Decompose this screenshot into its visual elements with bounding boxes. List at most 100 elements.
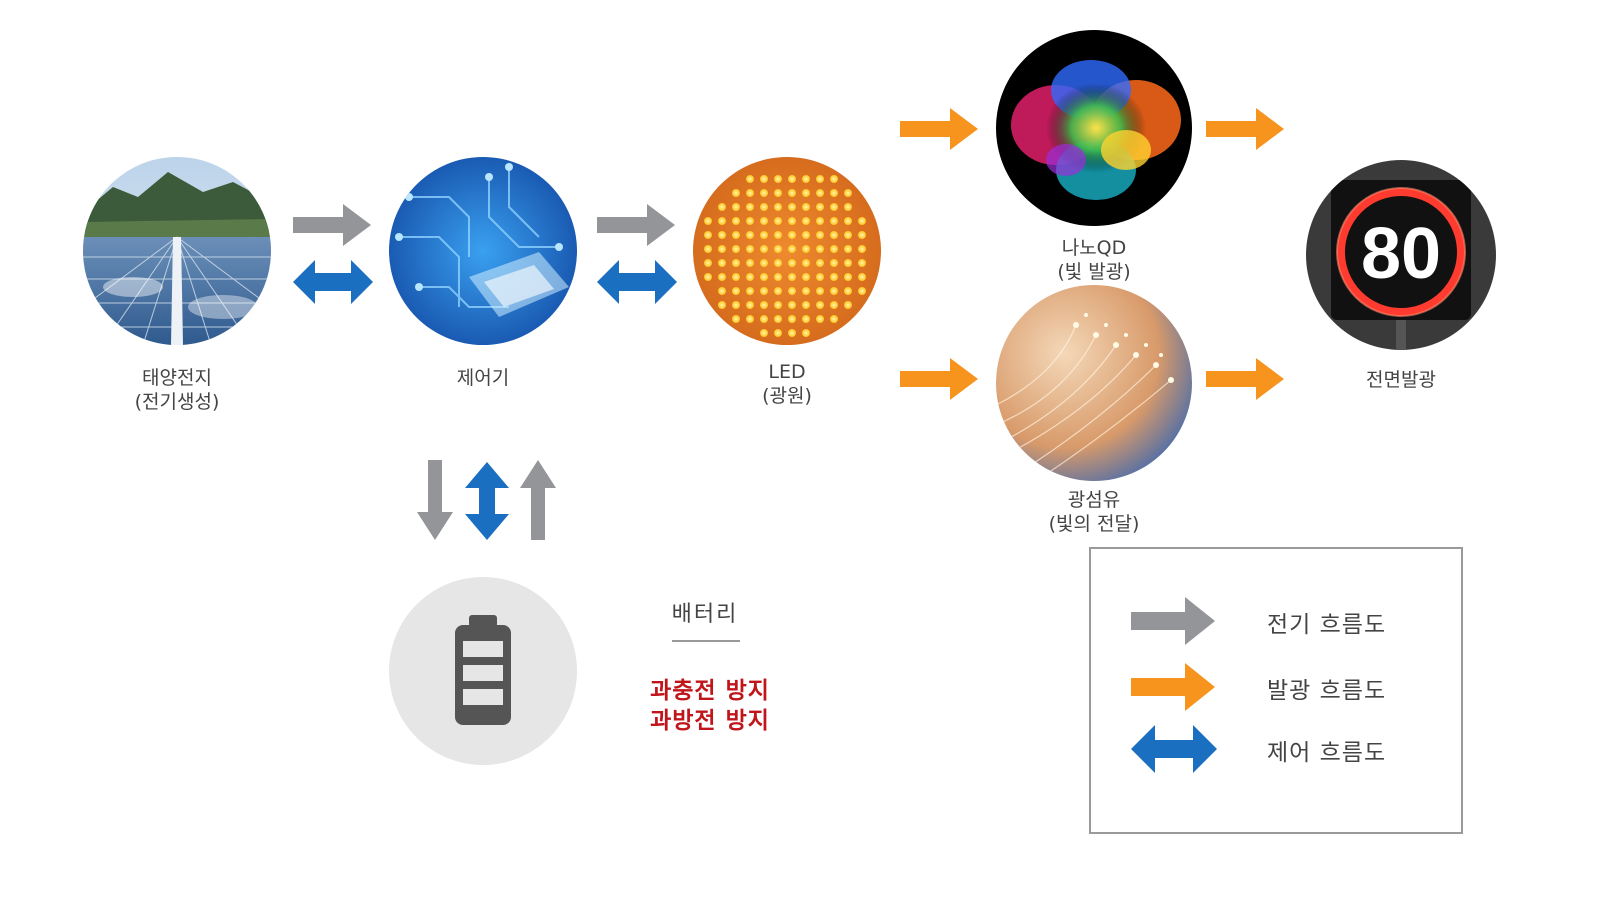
led-dot	[858, 273, 866, 281]
optical-fiber-caption: 광섬유 (빛의 전달)	[974, 488, 1214, 536]
led-dot	[816, 231, 824, 239]
led-dot	[760, 245, 768, 253]
led-dot	[788, 245, 796, 253]
led-dot	[788, 287, 796, 295]
led-dot	[788, 231, 796, 239]
led-dot	[732, 301, 740, 309]
battery-flow-arrows	[417, 460, 556, 540]
gray-arrow-icon	[1131, 597, 1215, 645]
light-arrow-to-nano-qd	[900, 108, 978, 150]
led-dot	[774, 175, 782, 183]
battery-image	[389, 577, 577, 765]
led-dot	[788, 259, 796, 267]
led-dot	[746, 189, 754, 197]
led-dot	[830, 315, 838, 323]
led-dot	[788, 217, 796, 225]
led-dot	[844, 203, 852, 211]
electric-arrow-up-icon	[520, 460, 556, 540]
solar-cell-subtitle: (전기생성)	[134, 391, 220, 413]
led-dot	[802, 259, 810, 267]
led-dot	[858, 231, 866, 239]
led-dot	[746, 203, 754, 211]
led-dot	[816, 245, 824, 253]
led-dot	[718, 287, 726, 295]
solar-cell-title: 태양전지	[142, 367, 212, 389]
solar-cell-caption: 태양전지 (전기생성)	[57, 366, 297, 414]
led-dot	[788, 189, 796, 197]
front-emission-title: 전면발광	[1366, 369, 1436, 391]
led-dot	[844, 259, 852, 267]
led-dot	[830, 273, 838, 281]
led-dot	[732, 231, 740, 239]
led-dot	[774, 231, 782, 239]
led-dot	[760, 231, 768, 239]
led-dot	[858, 259, 866, 267]
led-dot	[816, 203, 824, 211]
led-dot	[732, 287, 740, 295]
led-dot	[816, 315, 824, 323]
led-dot	[732, 189, 740, 197]
led-dot	[760, 287, 768, 295]
led-dot	[802, 287, 810, 295]
led-dot	[718, 273, 726, 281]
led-dot	[774, 315, 782, 323]
led-dot	[760, 189, 768, 197]
led-dot	[844, 217, 852, 225]
legend-item-control: 제어 흐름도	[1131, 719, 1451, 779]
control-arrow-solar-controller	[293, 260, 373, 304]
electric-arrow-controller-to-led	[597, 204, 675, 246]
led-image	[693, 157, 881, 345]
led-dot	[774, 259, 782, 267]
led-dot	[816, 259, 824, 267]
led-dot	[816, 301, 824, 309]
led-dot	[816, 287, 824, 295]
nano-qd-caption: 나노QD (빛 발광)	[974, 236, 1214, 284]
battery-note-overcharge: 과충전 방지	[650, 678, 770, 704]
led-dot	[760, 329, 768, 337]
optical-fiber-subtitle: (빛의 전달)	[1048, 513, 1140, 535]
led-dot	[816, 189, 824, 197]
led-dot	[802, 315, 810, 323]
led-dot	[774, 329, 782, 337]
battery-icon	[455, 615, 511, 725]
light-arrow-to-fiber	[900, 358, 978, 400]
solar-cell-image	[83, 157, 271, 345]
led-dot	[830, 259, 838, 267]
led-dot	[746, 217, 754, 225]
led-dot	[844, 273, 852, 281]
legend-box: 전기 흐름도 발광 흐름도 제어 흐름도	[1089, 547, 1463, 834]
led-dot	[844, 245, 852, 253]
led-dot	[732, 245, 740, 253]
led-dot	[858, 217, 866, 225]
led-dot	[802, 301, 810, 309]
controller-title: 제어기	[456, 367, 510, 389]
led-dot	[816, 273, 824, 281]
led-dot	[704, 217, 712, 225]
battery-note-overdischarge: 과방전 방지	[650, 708, 770, 734]
led-dot	[732, 203, 740, 211]
battery-title: 배터리	[671, 602, 739, 627]
led-dot	[746, 245, 754, 253]
led-dot	[802, 245, 810, 253]
led-dot	[718, 245, 726, 253]
led-dot	[746, 175, 754, 183]
led-subtitle: (광원)	[762, 385, 812, 407]
led-dot	[788, 329, 796, 337]
led-dot	[760, 259, 768, 267]
control-arrow-controller-led	[597, 260, 677, 304]
led-dot	[788, 175, 796, 183]
optical-fiber-image	[996, 285, 1192, 481]
electric-arrow-solar-to-controller	[293, 204, 371, 246]
led-dot	[746, 231, 754, 239]
front-emission-caption: 전면발광	[1281, 368, 1521, 392]
blue-double-arrow-icon	[1131, 725, 1217, 773]
led-dot	[802, 189, 810, 197]
led-dot	[718, 301, 726, 309]
led-dot	[746, 315, 754, 323]
led-dot	[746, 273, 754, 281]
led-dot	[718, 217, 726, 225]
led-dot	[858, 245, 866, 253]
led-dot	[718, 259, 726, 267]
led-dot	[732, 259, 740, 267]
led-dot	[760, 273, 768, 281]
